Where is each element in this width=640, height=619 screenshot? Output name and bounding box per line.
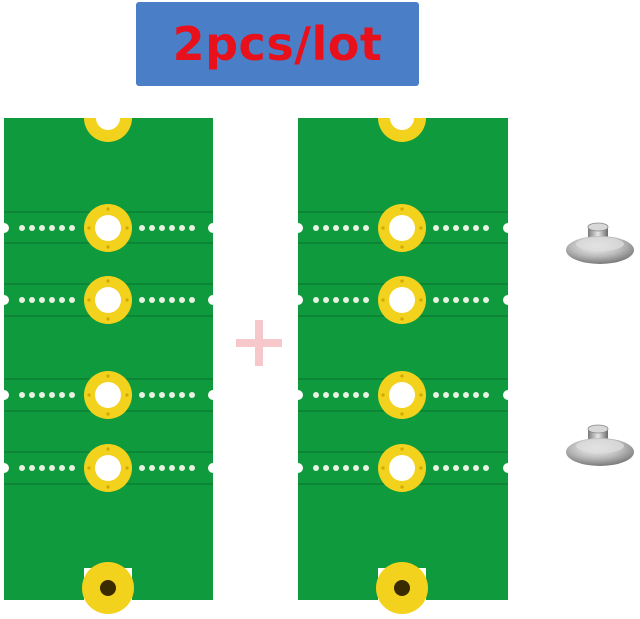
screw-icon-top	[566, 222, 634, 264]
pcb-board-right	[293, 118, 513, 614]
screw-icon-bottom	[566, 424, 634, 466]
title-banner: 2pcs/lot	[136, 2, 419, 86]
title-text: 2pcs/lot	[172, 17, 383, 71]
pcb-board-left	[0, 118, 218, 614]
plus-sign	[236, 320, 282, 366]
